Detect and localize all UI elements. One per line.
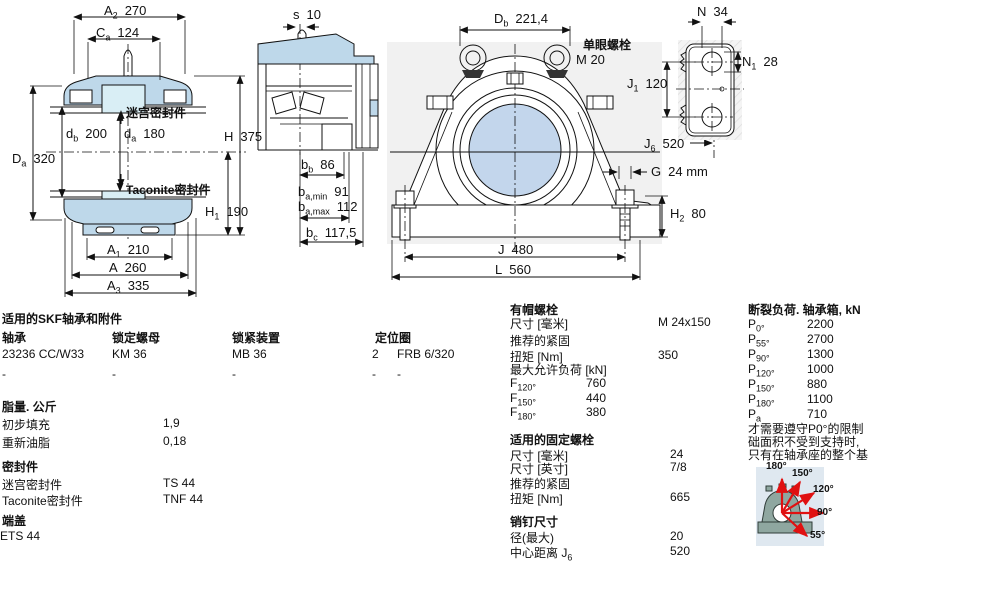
locknut-value: KM 36 bbox=[112, 347, 147, 361]
taconite-seal-label: Taconite密封件 bbox=[126, 183, 211, 197]
angle-label-180: 180° bbox=[766, 461, 787, 472]
technical-drawings bbox=[29, 13, 744, 297]
labyrinth-seal-label: 迷宫密封件 bbox=[126, 106, 187, 120]
half-section-drawing bbox=[257, 23, 379, 247]
angle-label-90: 90° bbox=[817, 507, 833, 518]
seals-section: 密封件 迷宫密封件 TS 44 Taconite密封件 TNF 44 bbox=[2, 460, 204, 508]
grease-section: 脂量. 公斤 初步填充 1,9 重新油脂 0,18 bbox=[2, 400, 187, 450]
lockdevice-value: MB 36 bbox=[232, 347, 267, 361]
breaking-loads-section: 断裂负荷. 轴承箱, kN P0° 2200 P55° 2700 P90° 13… bbox=[748, 303, 869, 462]
col-header-locatingring: 定位圈 bbox=[375, 331, 412, 345]
angle-label-120: 120° bbox=[813, 484, 834, 495]
load-angle-icon bbox=[756, 467, 825, 546]
end-cover-section: 端盖 ETS 44 bbox=[0, 514, 41, 543]
locatingring-qty: 2 bbox=[372, 347, 379, 361]
locatingring-value: FRB 6/320 bbox=[397, 347, 455, 361]
front-view-drawing bbox=[387, 26, 715, 281]
cap-bolts-section: 有帽螺栓 尺寸 [毫米] M 24x150 推荐的紧固 扭矩 [Nm] 350 … bbox=[510, 303, 711, 422]
pins-section: 销钉尺寸 径(最大) 20 中心距离 J6 520 bbox=[510, 515, 691, 563]
bearing-accessories-section: 适用的SKF轴承和附件 轴承 锁定螺母 锁紧装置 定位圈 23236 CC/W3… bbox=[2, 312, 455, 381]
angle-label-55: 55° bbox=[810, 530, 826, 541]
note-line-2: 础面积不受到支持时, bbox=[748, 435, 860, 449]
section-title: 适用的SKF轴承和附件 bbox=[2, 312, 123, 326]
bearing-designation: 23236 CC/W33 bbox=[2, 347, 85, 361]
load-direction-arrows bbox=[775, 477, 825, 538]
attachment-bolts-section: 适用的固定螺栓 尺寸 [毫米] 24 尺寸 [英寸] 7/8 推荐的紧固 扭矩 … bbox=[510, 433, 691, 506]
note-line-3: 只有在轴承座的整个基 bbox=[748, 448, 869, 462]
foot-bolt-left bbox=[393, 185, 417, 262]
col-header-lockdevice: 锁紧装置 bbox=[232, 331, 281, 345]
angle-label-150: 150° bbox=[792, 468, 813, 479]
eye-bolt-size: M 20 bbox=[576, 52, 605, 67]
col-header-bearing: 轴承 bbox=[2, 331, 27, 345]
note-line-1: 才需要遵守P0°的限制 bbox=[748, 422, 864, 436]
section-view-drawing bbox=[29, 13, 246, 297]
eye-bolt-label: 单眼螺栓 bbox=[583, 38, 632, 52]
foot-bolt-right bbox=[611, 185, 639, 262]
col-header-locknut: 锁定螺母 bbox=[112, 331, 161, 345]
end-view-drawing bbox=[662, 18, 744, 140]
